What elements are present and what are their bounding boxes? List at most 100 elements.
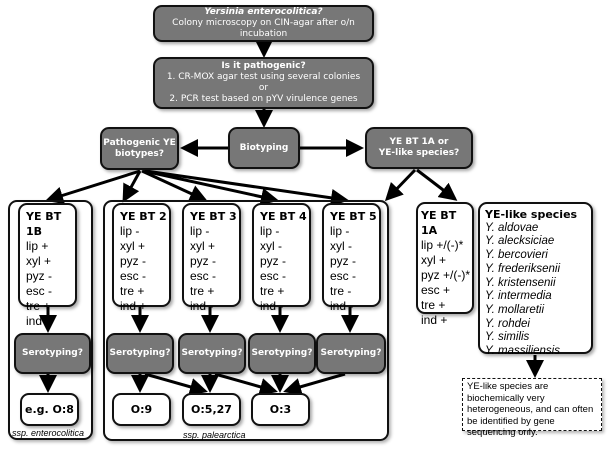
serotype-label: e.g. O:8 xyxy=(25,403,74,416)
serotype-box: O:9 xyxy=(112,393,171,426)
test-result: lip - xyxy=(330,224,350,238)
pathogenic-biotypes-line2: biotypes? xyxy=(114,148,164,159)
test-result: tre + xyxy=(190,284,215,298)
test-result: esc - xyxy=(260,269,287,283)
serotyping-box: Serotyping? xyxy=(178,333,246,374)
arrow-to-bt2 xyxy=(122,170,142,203)
test-result: esc - xyxy=(330,269,357,283)
pathogenic-line1: 1. CR-MOX agar test using several coloni… xyxy=(166,72,361,82)
bt1a-question-line2: YE-like species? xyxy=(378,148,460,158)
start-subtitle: Colony microscopy on CIN-agar after o/n … xyxy=(172,18,355,39)
serotyping-label: Serotyping? xyxy=(320,348,382,358)
test-result: xyl + xyxy=(190,239,216,253)
species-item: Y. kristensenii xyxy=(485,276,556,289)
arrow-sero2-o527 xyxy=(144,372,208,396)
species-item: Y. massiliensis xyxy=(485,345,560,358)
biotype-title: YE BT 1B xyxy=(26,210,62,238)
bt1a-question-box: YE BT 1A or YE-like species? xyxy=(365,127,473,169)
biotype-title: YE BT 4 xyxy=(260,210,307,223)
test-result: xyl + xyxy=(421,253,447,267)
test-result: tre + xyxy=(120,284,145,298)
serotyping-box: Serotyping? xyxy=(248,333,316,374)
test-result: ind + xyxy=(120,299,147,313)
species-item: Y. intermedia xyxy=(485,290,552,303)
test-result: tre + xyxy=(26,299,51,313)
pathogenic-title: Is it pathogenic? xyxy=(221,61,306,71)
test-result: lip + xyxy=(26,239,49,253)
test-result: tre - xyxy=(330,284,352,298)
species-item: Y. alecksiciae xyxy=(485,235,555,248)
note-box: YE-like species are biochemically very h… xyxy=(462,378,602,438)
bt1a-box: YE BT 1A lip +/(-)* xyl + pyz +/(-)* esc… xyxy=(416,202,474,327)
arrow-to-bt1a xyxy=(384,168,417,202)
serotyping-label: Serotyping? xyxy=(109,348,171,358)
species-item: Y. mollaretii xyxy=(485,303,545,316)
pathogenic-line3: 2. PCR test based on pYV virulence genes xyxy=(169,94,358,104)
biotype-title: YE BT 3 xyxy=(190,210,237,223)
subspecies-palearctica: ssp. palearctica xyxy=(183,430,246,440)
pathogenic-biotypes-box: Pathogenic YE biotypes? xyxy=(100,127,179,170)
bt1a-title: YE BT 1A xyxy=(421,209,457,237)
test-result: tre + xyxy=(421,298,446,312)
test-result: esc - xyxy=(120,269,147,283)
test-result: ind + xyxy=(26,314,53,328)
arrow-to-bt4 xyxy=(143,169,279,206)
test-result: pyz - xyxy=(260,254,287,268)
arrow-to-bt1b xyxy=(45,169,141,205)
serotyping-box: Serotyping? xyxy=(106,333,174,374)
test-result: pyz - xyxy=(330,254,357,268)
subspecies-enterocolitica: ssp. enterocolitica xyxy=(12,428,85,438)
biotype-title: YE BT 5 xyxy=(330,210,377,223)
test-result: ind - xyxy=(260,299,284,313)
test-result: pyz - xyxy=(26,269,53,283)
biotyping-box: Biotyping xyxy=(228,127,300,169)
test-result: ind - xyxy=(190,299,214,313)
serotyping-box: Serotyping? xyxy=(14,333,91,374)
arrow-sero3-o3 xyxy=(214,372,278,396)
test-result: xyl - xyxy=(260,239,282,253)
pathogenic-biotypes-line1: Pathogenic YE xyxy=(103,137,176,148)
serotyping-label: Serotyping? xyxy=(22,348,83,358)
serotype-label: O:5,27 xyxy=(191,403,232,416)
biotype-title: YE BT 2 xyxy=(120,210,167,223)
ye-like-box: YE-like species Y. aldovae Y. alecksicia… xyxy=(478,202,593,357)
test-result: esc + xyxy=(421,283,451,297)
pathogenic-box: Is it pathogenic? 1. CR-MOX agar test us… xyxy=(153,57,374,109)
test-result: ind - xyxy=(330,299,354,313)
test-result: xyl + xyxy=(120,239,146,253)
arrow-to-ye-like xyxy=(416,168,458,201)
test-result: pyz +/(-)* xyxy=(421,268,471,282)
test-result: ind + xyxy=(421,313,448,327)
serotype-box: O:3 xyxy=(251,393,310,426)
test-result: xyl - xyxy=(330,239,352,253)
pathogenic-line2: or xyxy=(258,83,269,93)
test-result: lip - xyxy=(190,224,210,238)
start-box: Yersinia enterocolitica? Colony microsco… xyxy=(153,5,374,42)
species-item: Y. aldovae xyxy=(485,221,539,234)
group-palearctica xyxy=(103,200,389,441)
serotyping-label: Serotyping? xyxy=(251,348,313,358)
serotype-label: O:3 xyxy=(269,403,292,416)
arrow-sero5-o3 xyxy=(283,372,346,396)
test-result: esc - xyxy=(26,284,53,298)
species-item: Y. frederiksenii xyxy=(485,262,561,275)
ye-like-title: YE-like species xyxy=(485,208,578,221)
test-result: esc - xyxy=(190,269,217,283)
group-enterocolitica xyxy=(8,200,93,440)
test-result: pyz - xyxy=(190,254,217,268)
arrow-to-bt5 xyxy=(145,169,349,207)
biotyping-label: Biotyping xyxy=(239,142,289,153)
test-result: tre + xyxy=(260,284,285,298)
serotype-box: O:5,27 xyxy=(182,393,241,426)
species-item: Y. bercovieri xyxy=(485,249,548,262)
test-result: xyl + xyxy=(26,254,52,268)
serotyping-label: Serotyping? xyxy=(181,348,243,358)
bt1a-question-line1: YE BT 1A or xyxy=(389,137,449,147)
